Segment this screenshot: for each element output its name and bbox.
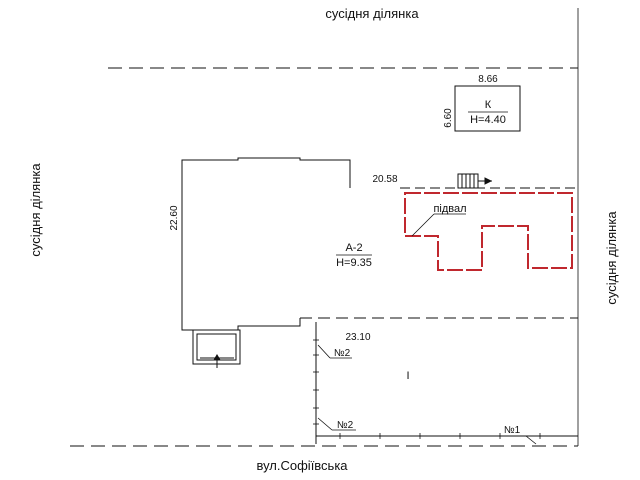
building-small-code: К — [485, 99, 492, 111]
staircase — [457, 173, 493, 189]
building-main-outline — [181, 157, 351, 331]
porch — [192, 329, 241, 368]
dim-small-height: 6.60 — [443, 108, 454, 128]
fences — [313, 322, 578, 445]
basement-outline — [404, 192, 573, 271]
dim-main-top: 20.58 — [372, 174, 397, 185]
building-small-height: Н=4.40 — [470, 114, 506, 126]
yard-label: І — [406, 370, 409, 382]
dim-small-width: 8.66 — [478, 74, 498, 85]
building-main-code: А-2 — [345, 242, 362, 254]
dim-main-bottom: 23.10 — [345, 332, 370, 343]
basement-leader — [411, 213, 435, 237]
fence-mark-2a: №2 — [334, 348, 351, 359]
top-neighbor-label: сусідня ділянка — [325, 6, 419, 21]
building-small-outline — [454, 85, 521, 132]
basement-label: підвал — [433, 203, 466, 215]
fence-mark-2b: №2 — [337, 420, 354, 431]
fence-mark-1: №1 — [504, 425, 521, 436]
building-main-height: Н=9.35 — [336, 257, 372, 269]
boundary-lines — [70, 8, 579, 447]
left-neighbor-label: сусідня ділянка — [28, 163, 43, 257]
street-label: вул.Софіївська — [256, 458, 348, 473]
dim-main-left: 22.60 — [169, 205, 180, 230]
right-neighbor-label: сусідня ділянка — [604, 211, 619, 305]
fence-ticks — [313, 339, 541, 439]
